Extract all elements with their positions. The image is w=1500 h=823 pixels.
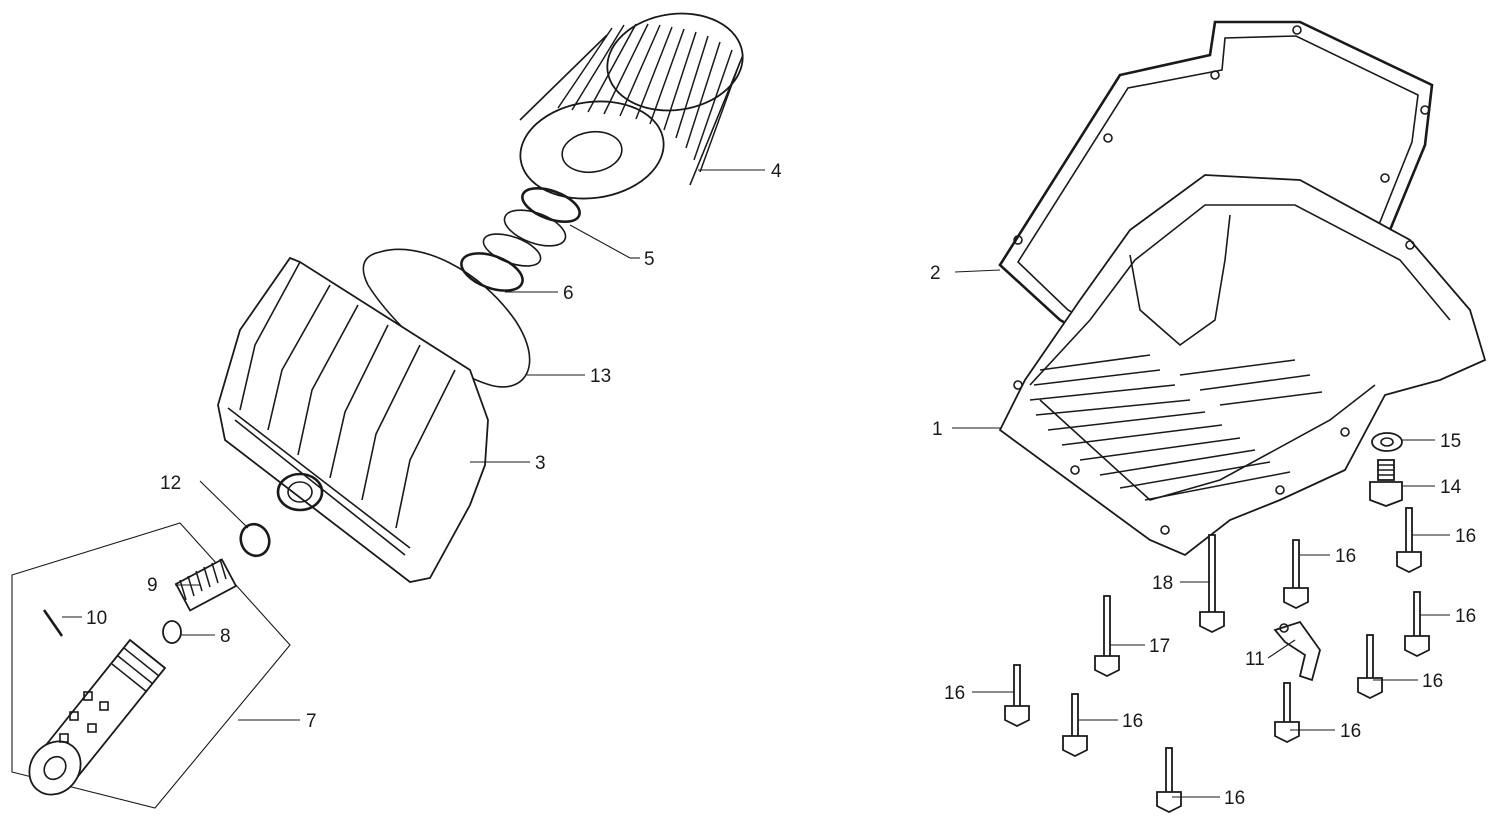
- part-13-large-o-ring: [362, 248, 531, 388]
- part-10-pin: [42, 609, 64, 637]
- part-16-bolt-g: [1062, 693, 1088, 758]
- callout-16-c: 16: [1455, 606, 1476, 627]
- part-16-bolt-d: [1357, 634, 1383, 700]
- callout-3: 3: [535, 453, 546, 474]
- callout-16-a: 16: [1455, 526, 1476, 547]
- part-16-bolt-f: [1156, 747, 1182, 814]
- callout-14: 14: [1440, 477, 1462, 498]
- callout-7: 7: [306, 711, 317, 732]
- part-18-bolt: [1199, 534, 1225, 634]
- callout-2: 2: [930, 263, 941, 284]
- callout-15: 15: [1440, 431, 1461, 452]
- callout-11: 11: [1245, 649, 1265, 670]
- part-4-oil-filter-element: [519, 12, 744, 200]
- leader-lines: [62, 169, 1450, 798]
- callout-16-b: 16: [1335, 546, 1356, 567]
- part-7-group-frame: [11, 522, 291, 809]
- part-7-filter-bolt: [28, 638, 167, 796]
- part-12-o-ring: [239, 522, 271, 558]
- callout-16-g: 16: [1122, 711, 1143, 732]
- callout-16-e: 16: [1340, 721, 1361, 742]
- callout-16-d: 16: [1422, 671, 1443, 692]
- callout-6: 6: [563, 283, 574, 304]
- callout-18: 18: [1152, 573, 1173, 594]
- part-16-bolt-e: [1274, 682, 1300, 744]
- part-6-o-ring: [460, 233, 542, 292]
- callout-13: 13: [590, 366, 611, 387]
- callout-17: 17: [1149, 636, 1170, 657]
- callout-12: 12: [160, 473, 181, 494]
- callout-16-f: 16: [1224, 788, 1245, 809]
- callout-1: 1: [932, 419, 943, 440]
- part-16-bolt-b: [1396, 507, 1422, 574]
- callout-9: 9: [147, 575, 158, 596]
- part-3-filter-cover: [217, 256, 489, 583]
- callout-16-h: 16: [944, 683, 965, 704]
- part-8-valve: [162, 620, 182, 644]
- part-5-spring: [503, 187, 581, 247]
- callout-8: 8: [220, 626, 231, 647]
- part-17-bolt: [1094, 595, 1120, 678]
- part-16-bolt-c: [1404, 591, 1430, 658]
- callout-5: 5: [644, 249, 655, 270]
- part-11-clamp: [1273, 620, 1321, 682]
- part-9-spring: [174, 558, 238, 612]
- part-1-oil-pan: [998, 174, 1487, 557]
- part-16-bolt-a: [1283, 539, 1309, 610]
- part-15-washer: [1371, 432, 1403, 452]
- part-16-bolt-h: [1004, 664, 1030, 728]
- part-14-drain-plug: [1369, 459, 1403, 507]
- callout-4: 4: [771, 161, 782, 182]
- callout-10: 10: [86, 608, 107, 629]
